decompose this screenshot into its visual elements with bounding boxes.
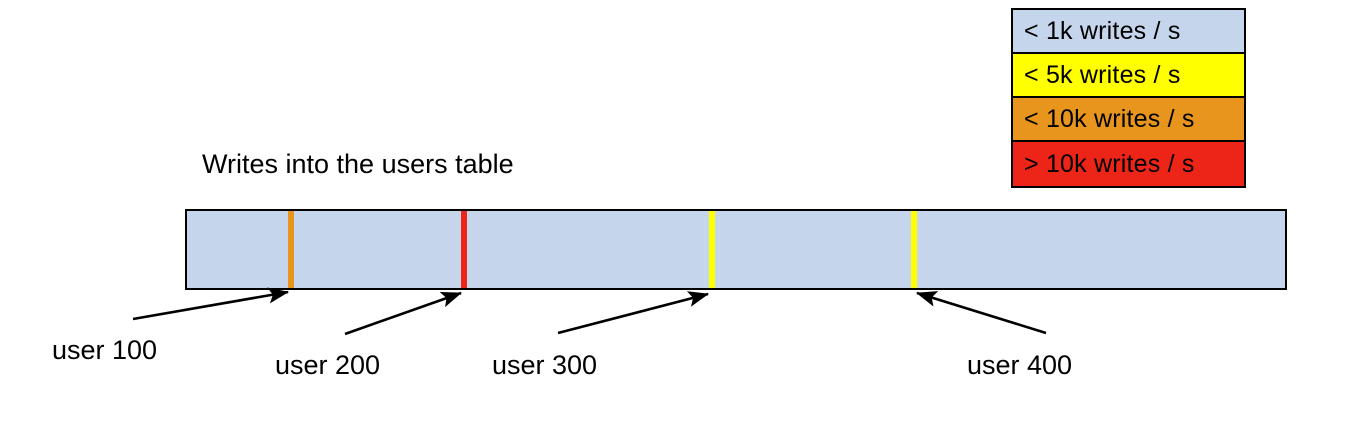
callout-label-user-200: user 200 <box>275 350 381 380</box>
legend-item-label: > 10k writes / s <box>1024 149 1195 178</box>
legend-item-under-5k: < 5k writes / s <box>1013 54 1244 98</box>
writes-per-second-legend: < 1k writes / s < 5k writes / s < 10k wr… <box>1011 8 1246 188</box>
legend-item-label: < 10k writes / s <box>1024 104 1195 133</box>
callout-label-user-100: user 100 <box>52 335 158 365</box>
legend-item-label: < 1k writes / s <box>1024 16 1181 45</box>
keyspace-background-band <box>187 211 1285 288</box>
hot-key-marker-user-100 <box>288 211 294 288</box>
arrow-user-100 <box>132 287 290 321</box>
arrow-user-200 <box>344 291 462 336</box>
keyspace-strip <box>185 209 1287 290</box>
arrow-user-300 <box>557 291 710 335</box>
legend-item-under-10k: < 10k writes / s <box>1013 98 1244 142</box>
callout-label-user-300: user 300 <box>492 350 598 380</box>
legend-item-label: < 5k writes / s <box>1024 60 1181 89</box>
legend-item-over-10k: > 10k writes / s <box>1013 142 1244 186</box>
hot-key-marker-user-200 <box>461 211 467 288</box>
callout-label-user-400: user 400 <box>967 350 1073 380</box>
legend-item-under-1k: < 1k writes / s <box>1013 10 1244 54</box>
arrow-user-400 <box>916 291 1047 335</box>
hot-key-marker-user-400 <box>911 211 917 288</box>
hot-key-marker-user-300 <box>709 211 715 288</box>
chart-title: Writes into the users table <box>202 149 514 179</box>
